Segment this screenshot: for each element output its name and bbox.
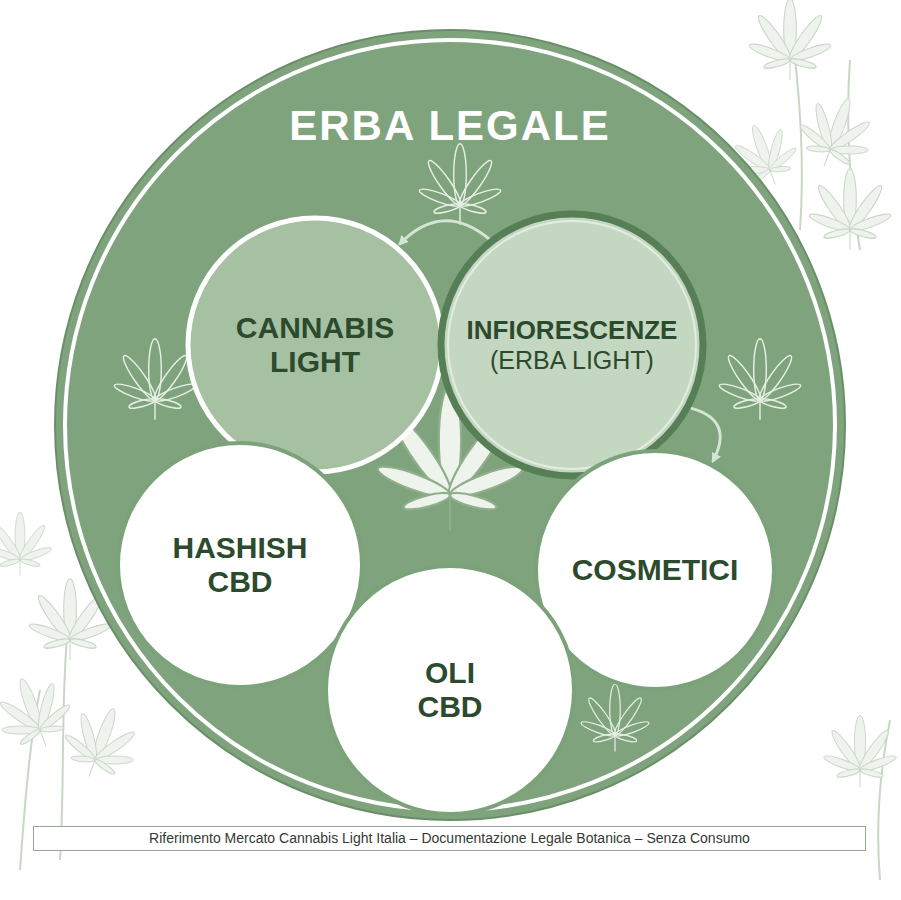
node-label: OLI CBD	[418, 656, 483, 725]
category-circle: OLI CBD	[320, 560, 580, 820]
plant-stalks	[20, 20, 890, 880]
circle-shape	[188, 218, 442, 472]
outer-circle: ERBA LEGALE CANNABIS LIGHT INFIORESCENZE(E…	[55, 30, 845, 820]
circle-shape	[441, 214, 703, 476]
circle-shape	[326, 566, 574, 814]
category-circle: CANNABIS LIGHT	[185, 215, 445, 475]
caption-box: Riferimento Mercato Cannabis Light Itali…	[33, 826, 866, 851]
node-label: CANNABIS LIGHT	[236, 311, 394, 380]
circle-inner-ring	[448, 221, 696, 469]
node-content: CANNABIS LIGHT	[185, 215, 445, 475]
circle-shape	[118, 443, 362, 687]
node-label: ERBA LEGALE	[289, 102, 610, 150]
node-sublabel: (ERBA LIGHT)	[490, 346, 654, 375]
flow-arrow	[400, 221, 490, 245]
caption-text: Riferimento Mercato Cannabis Light Itali…	[149, 830, 750, 846]
circle-outline	[437, 210, 707, 480]
node-label: HASHISH CBD	[172, 531, 307, 600]
outer-circle-fill	[55, 30, 845, 820]
node-content: INFIORESCENZE(ERBA LIGHT)	[437, 210, 707, 480]
node-content: OLI CBD	[320, 560, 580, 820]
highlight-circle: INFIORESCENZE(ERBA LIGHT)	[437, 210, 707, 480]
node-label: COSMETICI	[572, 553, 739, 588]
node-label: INFIORESCENZE	[467, 316, 678, 346]
flow-arrow	[691, 408, 720, 461]
inner-leaves	[113, 144, 802, 752]
circle-shape	[65, 40, 835, 810]
circle-shape	[536, 451, 774, 689]
